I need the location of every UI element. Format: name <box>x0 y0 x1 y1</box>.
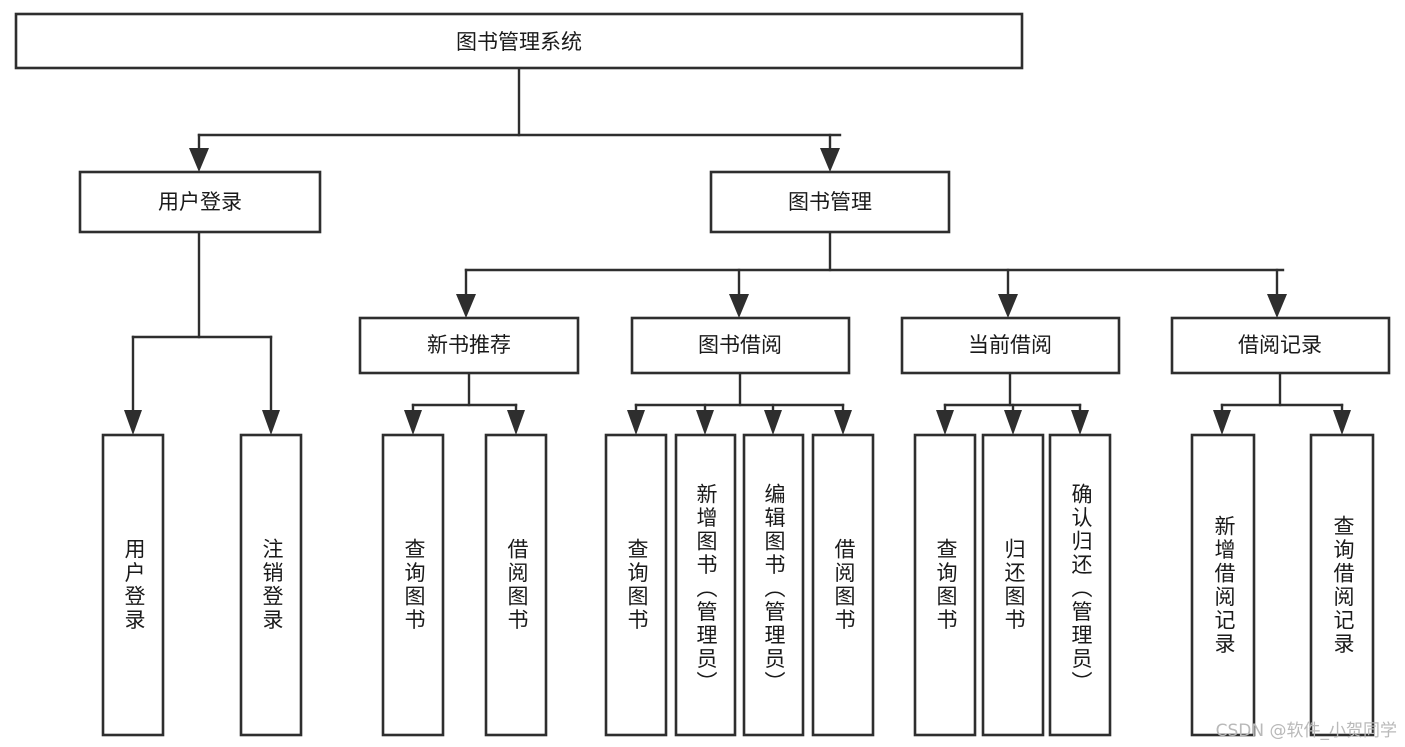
arrow-to-leaf-confirm-return <box>1071 410 1089 435</box>
csdn-watermark: CSDN @软件_小贺同学 <box>1215 721 1397 741</box>
node-leaf-user-logout[interactable] <box>239 433 303 737</box>
arrow-to-current-borrow <box>998 294 1018 318</box>
node-leaf-query-record[interactable] <box>1309 433 1375 737</box>
node-book-manage[interactable] <box>709 170 951 234</box>
arrow-to-leaf-user-logout <box>262 410 280 435</box>
node-borrow-record[interactable] <box>1170 316 1391 375</box>
node-leaf-add-book[interactable] <box>674 433 737 737</box>
arrow-to-book-manage <box>820 148 840 172</box>
node-book-borrow-label: 图书借阅 <box>698 333 782 357</box>
arrow-to-leaf-borrow-book-1 <box>507 410 525 435</box>
node-current-borrow-label: 当前借阅 <box>968 333 1052 357</box>
arrow-to-leaf-borrow-book-2 <box>834 410 852 435</box>
node-user-login[interactable] <box>78 170 322 234</box>
arrow-to-leaf-add-record <box>1213 410 1231 435</box>
node-layer: 图书管理系统 用户登录 图书管理 新书推荐 图书借阅 当前借阅 借阅记录 <box>14 12 1391 737</box>
node-current-borrow[interactable] <box>900 316 1121 375</box>
node-leaf-confirm-return[interactable] <box>1048 433 1112 737</box>
arrow-to-borrow-record <box>1267 294 1287 318</box>
node-book-manage-label: 图书管理 <box>788 190 872 214</box>
node-leaf-add-record[interactable] <box>1190 433 1256 737</box>
node-leaf-query-book-1[interactable] <box>381 433 445 737</box>
node-root[interactable] <box>14 12 1024 70</box>
arrow-to-leaf-return-book <box>1004 410 1022 435</box>
node-leaf-borrow-book-2[interactable] <box>811 433 875 737</box>
node-leaf-edit-book[interactable] <box>742 433 805 737</box>
node-leaf-query-book-3[interactable] <box>913 433 977 737</box>
node-borrow-record-label: 借阅记录 <box>1238 333 1322 357</box>
node-book-borrow[interactable] <box>630 316 851 375</box>
node-leaf-return-book[interactable] <box>981 433 1045 737</box>
node-leaf-borrow-book-1[interactable] <box>484 433 548 737</box>
arrow-to-leaf-query-book-1 <box>404 410 422 435</box>
arrow-to-leaf-user-login <box>124 410 142 435</box>
arrow-to-leaf-query-record <box>1333 410 1351 435</box>
node-new-book-rec[interactable] <box>358 316 580 375</box>
node-root-label: 图书管理系统 <box>456 30 582 54</box>
connector-layer <box>124 66 1351 435</box>
arrow-to-user-login <box>189 148 209 172</box>
arrow-to-new-book-rec <box>456 294 476 318</box>
node-leaf-query-book-2[interactable] <box>604 433 668 737</box>
node-leaf-user-login[interactable] <box>101 433 165 737</box>
arrow-to-leaf-query-book-2 <box>627 410 645 435</box>
arrow-to-leaf-edit-book <box>764 410 782 435</box>
arrow-to-book-borrow <box>729 294 749 318</box>
arrow-to-leaf-query-book-3 <box>936 410 954 435</box>
node-new-book-rec-label: 新书推荐 <box>427 333 511 357</box>
node-user-login-label: 用户登录 <box>158 190 242 214</box>
arrow-to-leaf-add-book <box>696 410 714 435</box>
